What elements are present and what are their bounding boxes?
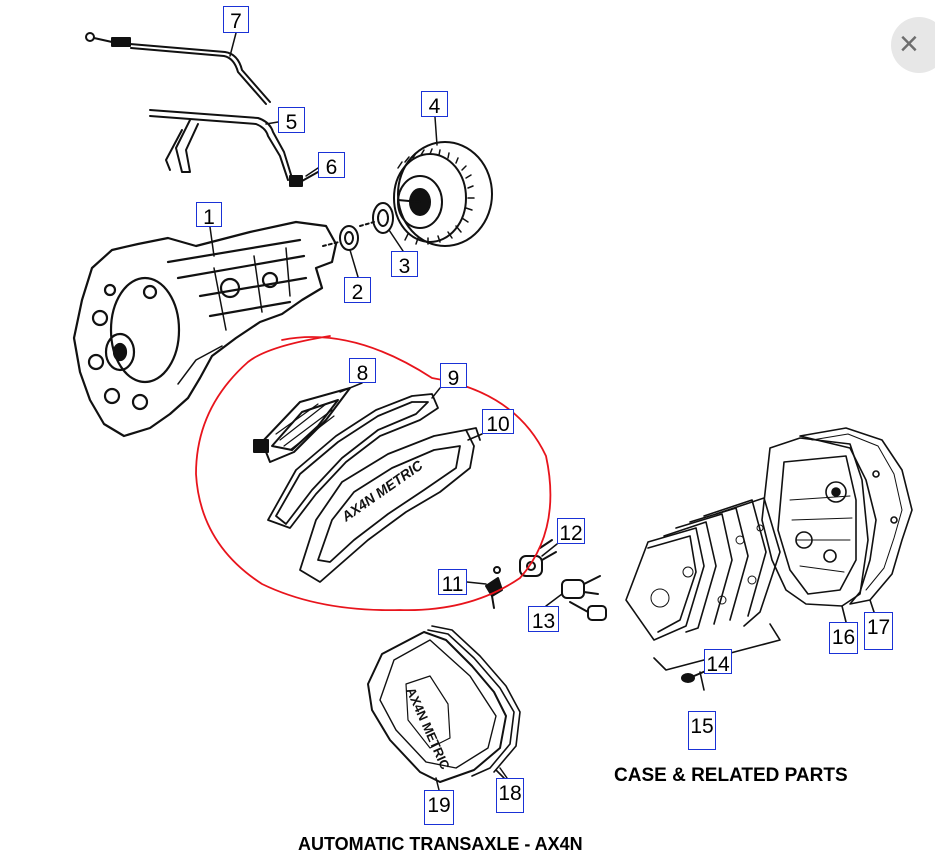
part-1-transmission-case xyxy=(72,220,338,438)
part-4-torque-converter xyxy=(393,141,493,247)
pan-10-embossing: AX4N METRIC xyxy=(338,456,426,525)
part-19-lower-pan xyxy=(367,631,507,783)
caption-case-related-parts: CASE & RELATED PARTS xyxy=(614,765,848,786)
callout-5: 5 xyxy=(278,107,305,133)
part-15-valve-body xyxy=(625,497,781,691)
callout-12: 12 xyxy=(557,518,585,544)
part-12-solenoid xyxy=(519,539,557,577)
callout-13: 13 xyxy=(528,606,559,632)
callout-6: 6 xyxy=(318,152,345,178)
leader-lines xyxy=(209,32,563,791)
callout-10: 10 xyxy=(482,409,514,435)
callout-9: 9 xyxy=(440,363,467,389)
part-13-sensors xyxy=(561,575,607,621)
callout-7: 7 xyxy=(223,6,249,33)
callout-19: 19 xyxy=(424,790,454,825)
callout-17: 17 xyxy=(864,612,893,650)
pan-19-embossing: AX4N METRIC xyxy=(403,685,453,772)
part-7-dipstick xyxy=(85,32,271,105)
part-5-filler-tube xyxy=(149,109,293,181)
part-18-lower-gasket xyxy=(427,625,521,779)
part-8-filter xyxy=(253,387,351,463)
callout-4: 4 xyxy=(421,91,448,117)
part-6-clip xyxy=(289,171,319,187)
callout-11: 11 xyxy=(438,569,467,595)
callout-15: 15 xyxy=(688,711,716,750)
callout-14: 14 xyxy=(704,649,732,675)
close-icon[interactable]: × xyxy=(891,17,935,73)
part-3-seal xyxy=(359,202,394,234)
callout-1: 1 xyxy=(196,202,222,228)
part-16-main-control xyxy=(761,437,869,623)
callout-8: 8 xyxy=(349,358,376,384)
callout-16: 16 xyxy=(829,622,858,654)
svg-text:AX4N METRIC: AX4N METRIC xyxy=(403,685,453,772)
callout-18: 18 xyxy=(496,778,524,813)
caption-title: AUTOMATIC TRANSAXLE - AX4N xyxy=(298,834,583,854)
svg-text:AX4N METRIC: AX4N METRIC xyxy=(338,456,426,525)
callout-2: 2 xyxy=(344,277,371,303)
callout-3: 3 xyxy=(391,251,418,277)
part-11-fitting xyxy=(485,566,503,609)
part-9-gasket xyxy=(267,393,439,529)
